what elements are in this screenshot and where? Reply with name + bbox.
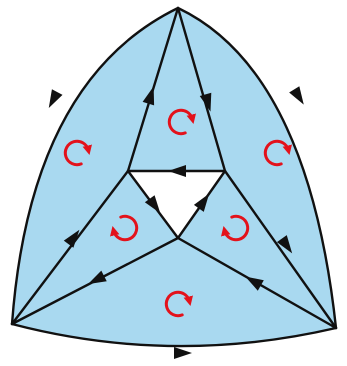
- arrow-outer-arc-left-icon: [48, 89, 63, 108]
- arrow-hole-left-icon: [144, 195, 161, 214]
- inner-triangle-hole: [128, 171, 225, 238]
- arrow-hole-top-icon: [168, 165, 186, 177]
- arrow-spoke-right-inner-top-right-icon: [276, 235, 293, 254]
- arrow-hole-right-icon: [193, 193, 210, 212]
- rotation-counterclockwise-icon: [221, 214, 250, 242]
- arrow-outer-arc-right-icon: [289, 86, 304, 105]
- spoke-left-to-inner-top-left: [10, 169, 130, 326]
- rotation-counterclockwise-icon: [110, 214, 139, 242]
- rotation-clockwise-icon: [63, 139, 92, 167]
- spoke-top-to-inner-top-right: [176, 6, 227, 173]
- outer-arc-bottom: [10, 322, 338, 348]
- arrow-spoke-top-right-icon: [199, 92, 212, 112]
- arrow-spoke-left-inner-top-left-icon: [63, 229, 80, 248]
- outer-arc-left: [10, 6, 180, 326]
- arrow-spoke-left-inner-bottom-icon: [87, 270, 107, 285]
- outer-arc-right: [176, 6, 338, 330]
- rotation-clockwise-icon: [263, 139, 292, 167]
- rotation-clockwise-icon: [167, 108, 196, 136]
- spoke-right-to-inner-top-right: [223, 169, 338, 330]
- arrow-outer-arc-bottom-icon: [174, 347, 192, 359]
- rotation-clockwise-icon: [164, 290, 193, 318]
- arrow-spoke-top-left-icon: [142, 86, 155, 106]
- arrow-spoke-right-inner-bottom-icon: [245, 276, 264, 291]
